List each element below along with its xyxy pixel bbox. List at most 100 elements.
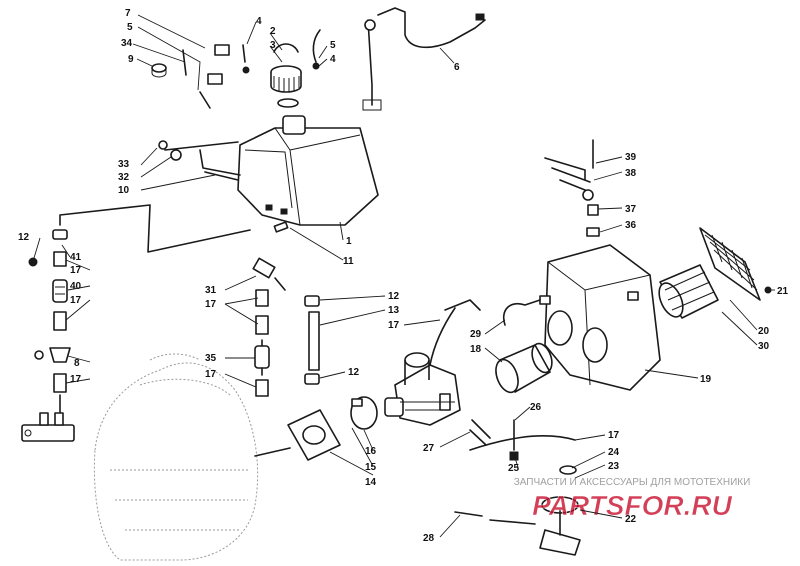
callout-26: 26 bbox=[530, 402, 542, 413]
callout-41: 41 bbox=[70, 252, 82, 263]
callout-28: 28 bbox=[423, 533, 435, 544]
callout-3: 3 bbox=[270, 40, 276, 51]
callout-5-left: 5 bbox=[127, 22, 133, 33]
bracket-grommet bbox=[586, 227, 600, 237]
vent-fitting bbox=[312, 62, 320, 70]
carb-clamp bbox=[350, 396, 378, 430]
callout-21: 21 bbox=[777, 286, 789, 297]
vent-cap bbox=[151, 63, 167, 78]
inline-check-valve bbox=[254, 339, 270, 376]
watermark-tagline: ЗАПЧАСТИ И АКСЕССУАРЫ ДЛЯ МОТОТЕХНИКИ bbox=[514, 477, 751, 488]
intake-duct bbox=[658, 264, 719, 319]
callout-10: 10 bbox=[118, 185, 130, 196]
fuel-clamp-left bbox=[28, 229, 68, 267]
fuel-pump-check bbox=[34, 347, 71, 363]
primer-hose-long bbox=[489, 519, 536, 525]
fuel-cap bbox=[270, 43, 302, 108]
callout-17-a: 17 bbox=[70, 265, 82, 276]
vent-grommet-lower bbox=[207, 73, 223, 85]
callout-29: 29 bbox=[470, 329, 482, 340]
fuel-level-sender bbox=[362, 7, 486, 111]
callout-7: 7 bbox=[125, 8, 131, 19]
hose-segment-2 bbox=[53, 311, 67, 331]
callout-8: 8 bbox=[74, 358, 80, 369]
callout-17-d: 17 bbox=[205, 299, 217, 310]
callout-18: 18 bbox=[470, 344, 482, 355]
fitting-4-upper bbox=[242, 44, 246, 63]
vent-tube bbox=[199, 91, 211, 109]
callout-20: 20 bbox=[758, 326, 770, 337]
hose-segment-1 bbox=[53, 251, 67, 267]
callout-4-right: 4 bbox=[330, 54, 336, 65]
carb-fuel-hose bbox=[429, 307, 456, 366]
watermark: ЗАПЧАСТИ И АКСЕССУАРЫ ДЛЯ МОТОТЕХНИКИ PA… bbox=[514, 477, 751, 521]
callout-17-f: 17 bbox=[388, 320, 400, 331]
tank-bracket bbox=[158, 140, 241, 181]
carb-mounting-flange bbox=[254, 409, 341, 461]
callout-17-b: 17 bbox=[70, 295, 82, 306]
callout-1: 1 bbox=[346, 236, 352, 247]
callout-25: 25 bbox=[508, 463, 520, 474]
leader-lines bbox=[33, 14, 775, 538]
callout-35: 35 bbox=[205, 353, 217, 364]
callout-24: 24 bbox=[608, 447, 620, 458]
hose-clamp-upper bbox=[304, 295, 320, 307]
fuel-tank bbox=[237, 115, 379, 226]
callout-19: 19 bbox=[700, 374, 712, 385]
callout-9: 9 bbox=[128, 54, 134, 65]
primer-hose-short bbox=[454, 511, 483, 517]
callout-11: 11 bbox=[343, 256, 354, 267]
callout-6: 6 bbox=[454, 62, 460, 73]
callout-22: 22 bbox=[625, 514, 637, 525]
intake-boot bbox=[495, 342, 553, 394]
vent-tube-short bbox=[182, 49, 187, 76]
callout-30: 30 bbox=[758, 341, 770, 352]
callout-17-c: 17 bbox=[70, 374, 82, 385]
carb-fuel-hose-end bbox=[444, 299, 481, 311]
callout-13: 13 bbox=[388, 305, 400, 316]
choke-cable bbox=[469, 419, 576, 461]
callout-16: 16 bbox=[365, 446, 377, 457]
callout-12-lower: 12 bbox=[348, 367, 360, 378]
vent-grommet bbox=[214, 44, 230, 56]
hose-clamp-lower bbox=[304, 373, 320, 385]
silencer-bracket bbox=[544, 157, 594, 201]
callout-4-upper: 4 bbox=[256, 16, 262, 27]
primer-assembly bbox=[539, 465, 581, 556]
vent-hose-curve bbox=[312, 29, 321, 63]
tank-outlet-fitting bbox=[273, 221, 289, 233]
callout-5-right: 5 bbox=[330, 40, 336, 51]
air-silencer bbox=[539, 244, 661, 391]
bracket-spacer bbox=[587, 204, 599, 216]
hose-segment-3 bbox=[53, 373, 67, 393]
watermark-logo: PARTSFOR.RU bbox=[532, 490, 732, 521]
fitting-4-washer bbox=[242, 66, 250, 74]
fuel-filter bbox=[52, 279, 68, 303]
callout-36: 36 bbox=[625, 220, 637, 231]
hose-mid-3 bbox=[255, 379, 269, 397]
callout-labels: 7 5 34 9 4 2 3 5 4 6 33 32 10 1 11 12 41… bbox=[18, 8, 789, 544]
engine-block-outline bbox=[93, 353, 259, 561]
callout-2: 2 bbox=[270, 26, 276, 37]
callout-32: 32 bbox=[118, 172, 130, 183]
callout-12-upper: 12 bbox=[388, 291, 400, 302]
carburetor bbox=[384, 352, 461, 426]
callout-23: 23 bbox=[608, 461, 620, 472]
callout-39: 39 bbox=[625, 152, 637, 163]
callout-17-g: 17 bbox=[608, 430, 620, 441]
callout-38: 38 bbox=[625, 168, 637, 179]
callout-27: 27 bbox=[423, 443, 435, 454]
throttle-hose bbox=[503, 299, 541, 326]
intake-screen bbox=[699, 227, 761, 301]
callout-37: 37 bbox=[625, 204, 637, 215]
callout-14: 14 bbox=[365, 477, 377, 488]
hose-mid-2 bbox=[255, 315, 269, 335]
impulse-hose bbox=[308, 311, 320, 371]
callout-12-left: 12 bbox=[18, 232, 30, 243]
fuel-line-routing bbox=[59, 204, 251, 253]
callout-31: 31 bbox=[205, 285, 217, 296]
callout-17-e: 17 bbox=[205, 369, 217, 380]
fuel-pump-tee bbox=[21, 412, 75, 442]
callout-33: 33 bbox=[118, 159, 130, 170]
